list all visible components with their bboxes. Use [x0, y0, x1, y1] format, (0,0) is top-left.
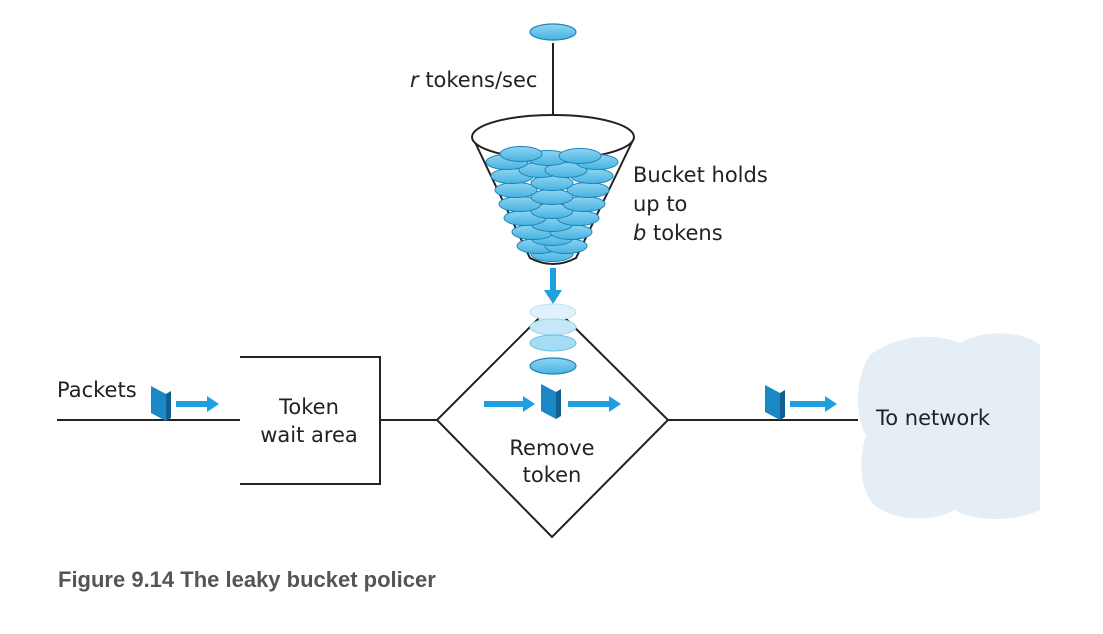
- bucket-capacity-line1: Bucket holds: [633, 163, 768, 187]
- outgoing-packet: [765, 385, 785, 420]
- bucket-token: [494, 182, 538, 198]
- remove-token-diamond: [435, 303, 670, 539]
- network-cloud: [858, 333, 1040, 519]
- bucket-token: [558, 148, 602, 164]
- bucket-capacity-variable: b: [633, 221, 646, 245]
- to-network-label: To network: [875, 406, 991, 430]
- outgoing-packet-arrow: [790, 396, 837, 412]
- token-wait-area-line1: Token: [278, 395, 339, 419]
- bucket-token: [544, 162, 588, 178]
- packets-label: Packets: [57, 378, 137, 402]
- bucket-token: [499, 146, 543, 162]
- bucket-token: [530, 189, 574, 205]
- token-bucket: [471, 114, 635, 265]
- remove-token-line2: token: [523, 463, 582, 487]
- incoming-packet: [151, 386, 171, 421]
- bucket-tokens: [485, 146, 619, 262]
- bucket-token: [566, 182, 610, 198]
- remove-token-line1: Remove: [509, 436, 594, 460]
- token-rate-unit: tokens/sec: [419, 68, 538, 92]
- figure-caption: Figure 9.14 The leaky bucket policer: [58, 567, 436, 592]
- token-rate-variable: r: [410, 68, 420, 92]
- token-rate-label: r tokens/sec: [410, 68, 537, 92]
- bucket-capacity-line3: b tokens: [633, 221, 723, 245]
- bucket-capacity-unit: tokens: [646, 221, 722, 245]
- removed-tokens-stack: [529, 303, 577, 375]
- token-wait-area-box: [240, 356, 381, 485]
- incoming-token: [529, 23, 577, 41]
- token-wait-area-line2: wait area: [260, 423, 358, 447]
- bucket-capacity-line2: up to: [633, 192, 687, 216]
- token-release-arrow: [544, 268, 562, 304]
- exit-arrow-from-remove: [568, 396, 621, 412]
- packet-in-diamond: [541, 384, 561, 419]
- entry-arrow-to-remove: [484, 396, 535, 412]
- incoming-packet-arrow: [176, 396, 219, 412]
